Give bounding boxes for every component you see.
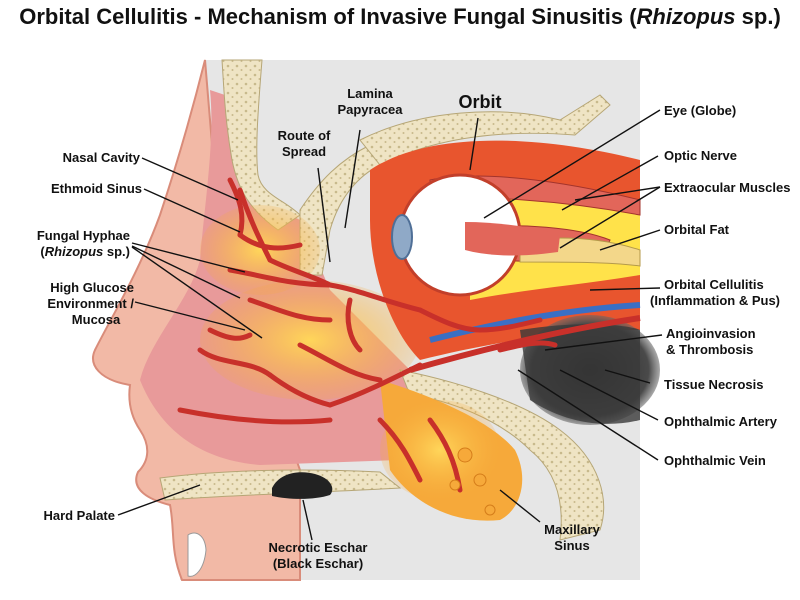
- label-eschar-1: Necrotic Eschar: [269, 540, 368, 555]
- orbital-roof-bone: [359, 94, 611, 166]
- ophthalmic-vein-vessel: [429, 302, 641, 343]
- label-route-2: Spread: [282, 144, 326, 159]
- front-tooth: [187, 532, 207, 577]
- label-orbit: Orbit: [459, 92, 502, 112]
- diagram-title: Orbital Cellulitis - Mechanism of Invasi…: [0, 4, 800, 30]
- label-fungal-hyphae-organism: (Rhizopus sp.): [40, 244, 130, 259]
- cornea-shape: [391, 214, 413, 260]
- label-optic-nerve: Optic Nerve: [664, 148, 737, 163]
- label-orbital-fat: Orbital Fat: [664, 222, 730, 237]
- label-eschar-2: (Black Eschar): [273, 556, 363, 571]
- label-lamina-1: Lamina: [347, 86, 393, 101]
- label-ethmoid-sinus: Ethmoid Sinus: [51, 181, 142, 196]
- label-angioinvasion-1: Angioinvasion: [666, 326, 756, 341]
- label-tissue-necrosis: Tissue Necrosis: [664, 377, 763, 392]
- label-hard-palate: Hard Palate: [43, 508, 115, 523]
- label-nasal-cavity: Nasal Cavity: [63, 150, 141, 165]
- maxillary-bone: [399, 369, 605, 541]
- pus-blob: [449, 479, 461, 491]
- globe-muscle-insertion: [465, 222, 560, 256]
- leader-lines: [117, 109, 663, 541]
- infection-glow-maxillary: [380, 400, 500, 500]
- label-high-glucose-3: Mucosa: [72, 312, 121, 327]
- label-angioinvasion-2: & Thrombosis: [666, 342, 753, 357]
- label-orbital-cellulitis-2: (Inflammation & Pus): [650, 293, 780, 308]
- necrotic-eschar-shape: [272, 472, 333, 499]
- title-suffix: sp.): [735, 4, 781, 29]
- ophthalmic-artery-vessel: [409, 315, 641, 373]
- fungal-hyphae-network: [177, 177, 558, 493]
- label-maxillary-1: Maxillary: [544, 522, 600, 537]
- label-high-glucose-2: Environment /: [47, 296, 134, 311]
- label-ophthalmic-vein: Ophthalmic Vein: [664, 453, 766, 468]
- title-prefix: Orbital Cellulitis - Mechanism of Invasi…: [19, 4, 637, 29]
- pus-blob: [457, 447, 473, 463]
- label-high-glucose-1: High Glucose: [50, 280, 134, 295]
- label-ophthalmic-artery: Ophthalmic Artery: [664, 414, 778, 429]
- label-route-1: Route of: [278, 128, 331, 143]
- label-fungal-hyphae: Fungal Hyphae: [37, 228, 130, 243]
- label-extraocular-muscles: Extraocular Muscles: [664, 180, 790, 195]
- pus-blob: [484, 504, 496, 516]
- label-lamina-2: Papyracea: [337, 102, 403, 117]
- label-maxillary-2: Sinus: [554, 538, 589, 553]
- label-orbital-cellulitis-1: Orbital Cellulitis: [664, 277, 764, 292]
- label-eye-globe: Eye (Globe): [664, 103, 736, 118]
- pus-blob: [473, 473, 487, 487]
- title-organism: Rhizopus: [636, 4, 736, 29]
